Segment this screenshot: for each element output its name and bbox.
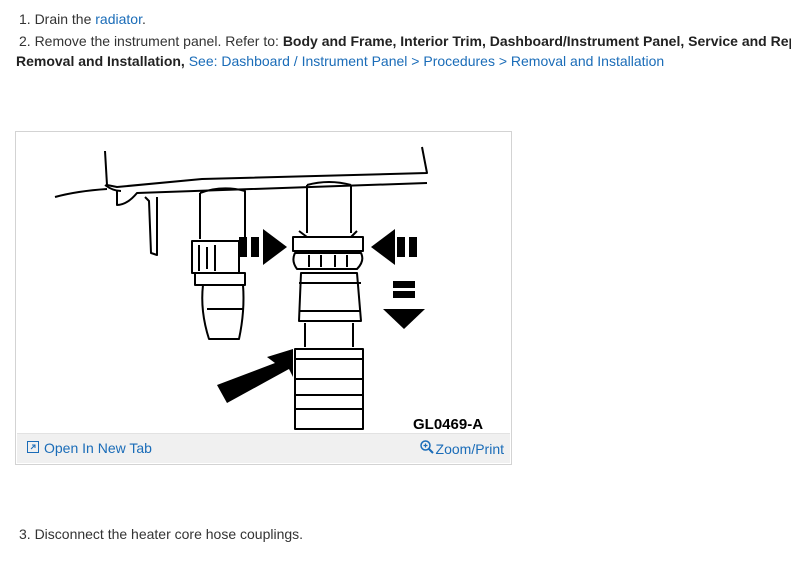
see-dashboard-link[interactable]: See: Dashboard / Instrument Panel > Proc… xyxy=(188,53,665,69)
figure-label: GL0469-A xyxy=(413,416,483,433)
open-new-tab-icon xyxy=(27,440,39,456)
step-2-reference: Body and Frame, Interior Trim, Dashboard… xyxy=(282,33,791,49)
heater-hose-illustration[interactable]: GL0469-A xyxy=(17,133,512,434)
step-1: 1. Drain the radiator. xyxy=(19,9,146,29)
step-2: 2. Remove the instrument panel. Refer to… xyxy=(19,31,791,51)
figure-container: GL0469-A Open In New Tab Zoom/Print xyxy=(15,131,512,465)
zoom-print-label: Zoom/Print xyxy=(435,440,504,457)
zoom-print-button[interactable]: Zoom/Print xyxy=(419,440,504,457)
step-2-reference-cont: Removal and Installation, xyxy=(16,53,185,69)
step-2-text: 2. Remove the instrument panel. Refer to… xyxy=(19,33,283,49)
open-new-tab-button[interactable]: Open In New Tab xyxy=(27,440,152,456)
step-1-suffix: . xyxy=(141,11,146,27)
step-2-continued: Removal and Installation, See: Dashboard… xyxy=(16,51,664,71)
step-3: 3. Disconnect the heater core hose coupl… xyxy=(19,524,303,544)
zoom-icon xyxy=(419,440,434,457)
radiator-link[interactable]: radiator xyxy=(95,11,142,27)
open-new-tab-label: Open In New Tab xyxy=(44,440,152,456)
figure-footer: Open In New Tab Zoom/Print xyxy=(17,433,510,463)
illustration-drawing: GL0469-A xyxy=(54,146,483,433)
step-3-text: 3. Disconnect the heater core hose coupl… xyxy=(19,526,304,542)
step-1-text: 1. Drain the xyxy=(19,11,96,27)
